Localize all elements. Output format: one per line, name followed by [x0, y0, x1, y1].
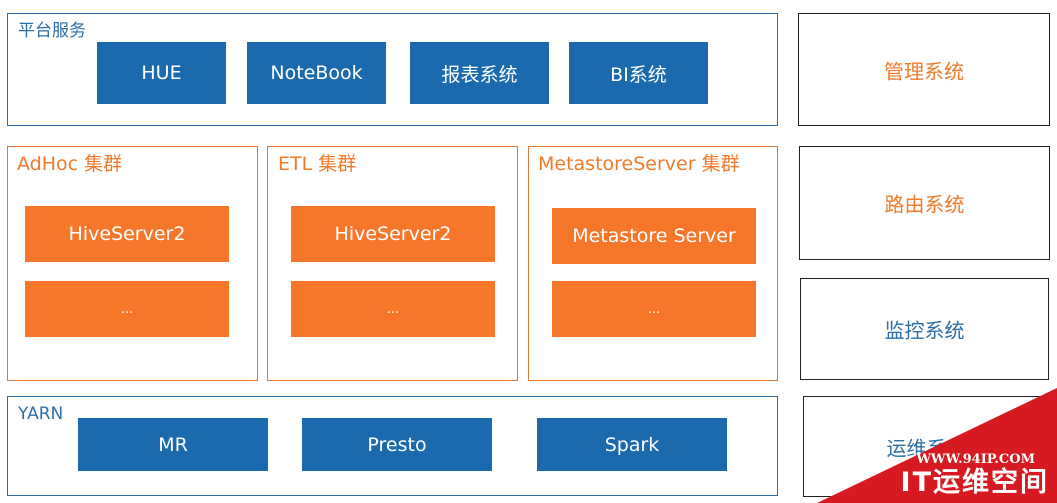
watermark: WWW.94IP.COM IT运维空间 — [817, 388, 1057, 503]
spark-box: Spark — [537, 418, 727, 471]
etl-cluster-title: ETL 集群 — [278, 153, 357, 175]
routing-system-panel: 路由系统 — [799, 146, 1050, 260]
management-system-label: 管理系统 — [884, 59, 964, 83]
management-system-panel: 管理系统 — [798, 13, 1050, 126]
metastore-cluster-title: MetastoreServer 集群 — [538, 153, 740, 175]
metastore-more-box: ... — [552, 281, 756, 337]
adhoc-cluster-panel: AdHoc 集群 HiveServer2 ... — [7, 146, 258, 381]
yarn-panel: YARN MR Presto Spark — [7, 396, 778, 496]
report-system-box: 报表系统 — [410, 42, 549, 104]
platform-services-title: 平台服务 — [18, 21, 86, 41]
etl-cluster-panel: ETL 集群 HiveServer2 ... — [267, 146, 518, 381]
hue-box: HUE — [97, 42, 226, 104]
platform-services-panel: 平台服务 HUE NoteBook 报表系统 BI系统 — [7, 13, 778, 126]
presto-box: Presto — [302, 418, 492, 471]
adhoc-hiveserver2-box: HiveServer2 — [25, 206, 229, 262]
etl-hiveserver2-box: HiveServer2 — [291, 206, 495, 262]
watermark-url: WWW.94IP.COM — [916, 452, 1035, 467]
adhoc-more-box: ... — [25, 281, 229, 337]
adhoc-cluster-title: AdHoc 集群 — [17, 153, 123, 175]
metastore-cluster-panel: MetastoreServer 集群 Metastore Server ... — [528, 146, 778, 381]
mr-box: MR — [78, 418, 268, 471]
monitoring-system-label: 监控系统 — [884, 318, 965, 343]
metastore-server-box: Metastore Server — [552, 208, 756, 264]
bi-system-box: BI系统 — [569, 42, 708, 104]
watermark-triangle — [817, 388, 1057, 503]
etl-more-box: ... — [291, 281, 495, 337]
watermark-name: IT运维空间 — [900, 467, 1049, 498]
monitoring-system-panel: 监控系统 — [800, 278, 1049, 380]
routing-system-label: 路由系统 — [884, 192, 965, 217]
yarn-title: YARN — [18, 404, 64, 424]
notebook-box: NoteBook — [247, 42, 386, 104]
